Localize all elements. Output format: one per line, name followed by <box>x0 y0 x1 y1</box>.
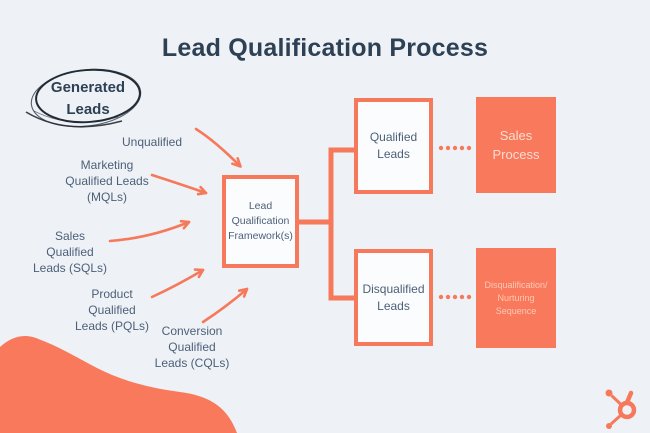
corner-blob-decoration <box>0 336 237 433</box>
page-title: Lead Qualification Process <box>161 34 489 62</box>
arrow-mql <box>150 173 208 196</box>
dotted-connector-top <box>438 145 472 151</box>
connector-bracket <box>297 147 358 301</box>
source-label-pql: Product Qualified Leads (PQLs) <box>74 287 150 333</box>
sketch-oval <box>25 68 142 128</box>
nurturing-sequence-box: Disqualification/ Nurturing Sequence <box>476 248 556 348</box>
generated-leads-label: Generated Leads <box>50 79 126 118</box>
source-label-unqualified: Unqualified <box>121 135 183 149</box>
arrow-sql <box>108 219 191 243</box>
framework-box: Lead Qualification Framework(s) <box>222 175 299 268</box>
arrow-cql <box>201 287 249 324</box>
disqualified-leads-box: Disqualified Leads <box>354 249 433 346</box>
source-label-mql: Marketing Qualified Leads (MQLs) <box>65 158 149 204</box>
dotted-connector-bottom <box>438 294 472 300</box>
source-label-sql: Sales Qualified Leads (SQLs) <box>32 229 108 275</box>
arrow-pql <box>150 268 205 299</box>
qualified-leads-box: Qualified Leads <box>354 98 433 194</box>
sales-process-box: Sales Process <box>476 97 556 193</box>
source-label-cql: Conversion Qualified Leads (CQLs) <box>154 324 230 370</box>
arrow-unqualified <box>194 127 242 168</box>
hubspot-logo-icon <box>605 389 637 429</box>
